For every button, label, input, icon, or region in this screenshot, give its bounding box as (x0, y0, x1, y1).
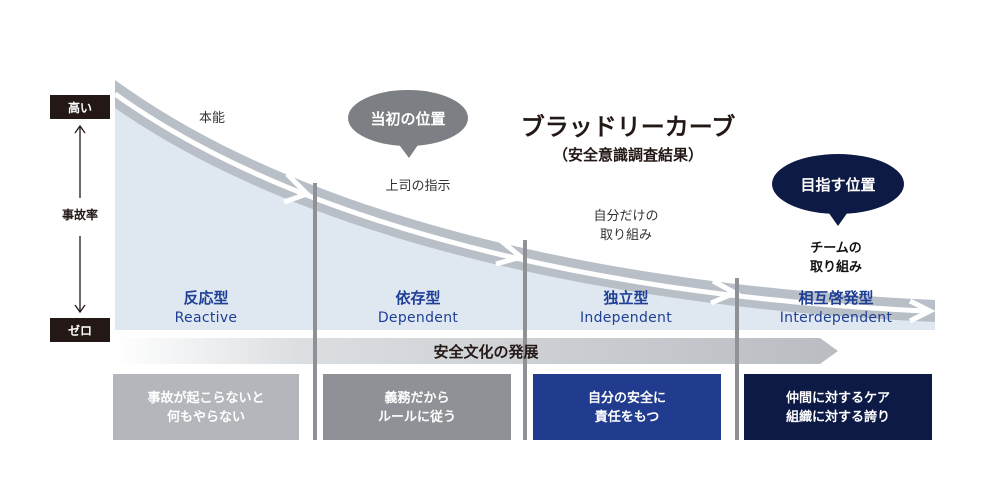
box-dependent-line1: 義務だから (384, 390, 449, 406)
curve-band (115, 80, 935, 322)
bubble-initial-tail (397, 142, 420, 158)
axis-arrow-up-head (74, 124, 86, 134)
label-self-2: 取り組み (600, 228, 652, 243)
axis-arrow-down-head (74, 304, 86, 314)
flow-arrowhead-2 (495, 238, 527, 267)
label-self-1: 自分だけの (593, 209, 658, 224)
bubble-initial-label: 当初の位置 (370, 110, 445, 128)
label-team-2: 取り組み (810, 259, 862, 275)
bubble-target-tail (826, 209, 850, 226)
bubble-initial (348, 90, 468, 146)
box-reactive-line1: 事故が起こらないと (147, 390, 264, 406)
label-supervisor: 上司の指示 (385, 179, 450, 194)
label-instinct: 本能 (199, 111, 225, 126)
box-independent-line2: 責任をもつ (595, 409, 659, 425)
axis-zero-tag (50, 318, 110, 342)
stage-dependent-jp: 依存型 (395, 289, 440, 307)
axis-zero-label: ゼロ (68, 323, 92, 338)
flow-arrowhead-1 (283, 172, 312, 205)
bubble-target (772, 154, 904, 214)
box-independent-line1: 自分の安全に (588, 390, 666, 406)
progress-arrow-label: 安全文化の発展 (433, 343, 538, 361)
box-dependent (323, 374, 511, 440)
stage-dependent-en: Dependent (378, 310, 459, 326)
box-interdependent (744, 374, 932, 440)
stage-reactive-jp: 反応型 (183, 289, 228, 307)
axis-label: 事故率 (62, 207, 98, 222)
label-team-1: チームの (810, 241, 862, 256)
box-reactive-line2: 何もやらない (167, 409, 245, 425)
stage-independent-jp: 独立型 (603, 289, 648, 307)
box-interdependent-line1: 仲間に対するケア (786, 390, 890, 406)
stage-interdependent-jp: 相互啓発型 (798, 289, 873, 307)
box-reactive (113, 374, 299, 440)
curve-area (115, 80, 935, 332)
flow-arrowhead-4 (908, 298, 936, 324)
box-interdependent-line2: 組織に対する誇り (786, 409, 890, 425)
box-dependent-line2: ルールに従う (378, 409, 456, 425)
stage-reactive-en: Reactive (175, 310, 238, 326)
axis-high-tag (50, 95, 110, 119)
diagram-subtitle: （安全意識調査結果） (553, 146, 703, 164)
stage-interdependent-en: Interdependent (780, 310, 893, 326)
stage-independent-en: Independent (580, 310, 672, 326)
box-independent (533, 374, 721, 440)
progress-arrow (115, 338, 838, 364)
diagram-title: ブラッドリーカーブ (521, 113, 736, 141)
curve-flow-line (113, 91, 926, 314)
bubble-target-label: 目指す位置 (800, 176, 875, 194)
axis-high-label: 高い (68, 100, 92, 115)
